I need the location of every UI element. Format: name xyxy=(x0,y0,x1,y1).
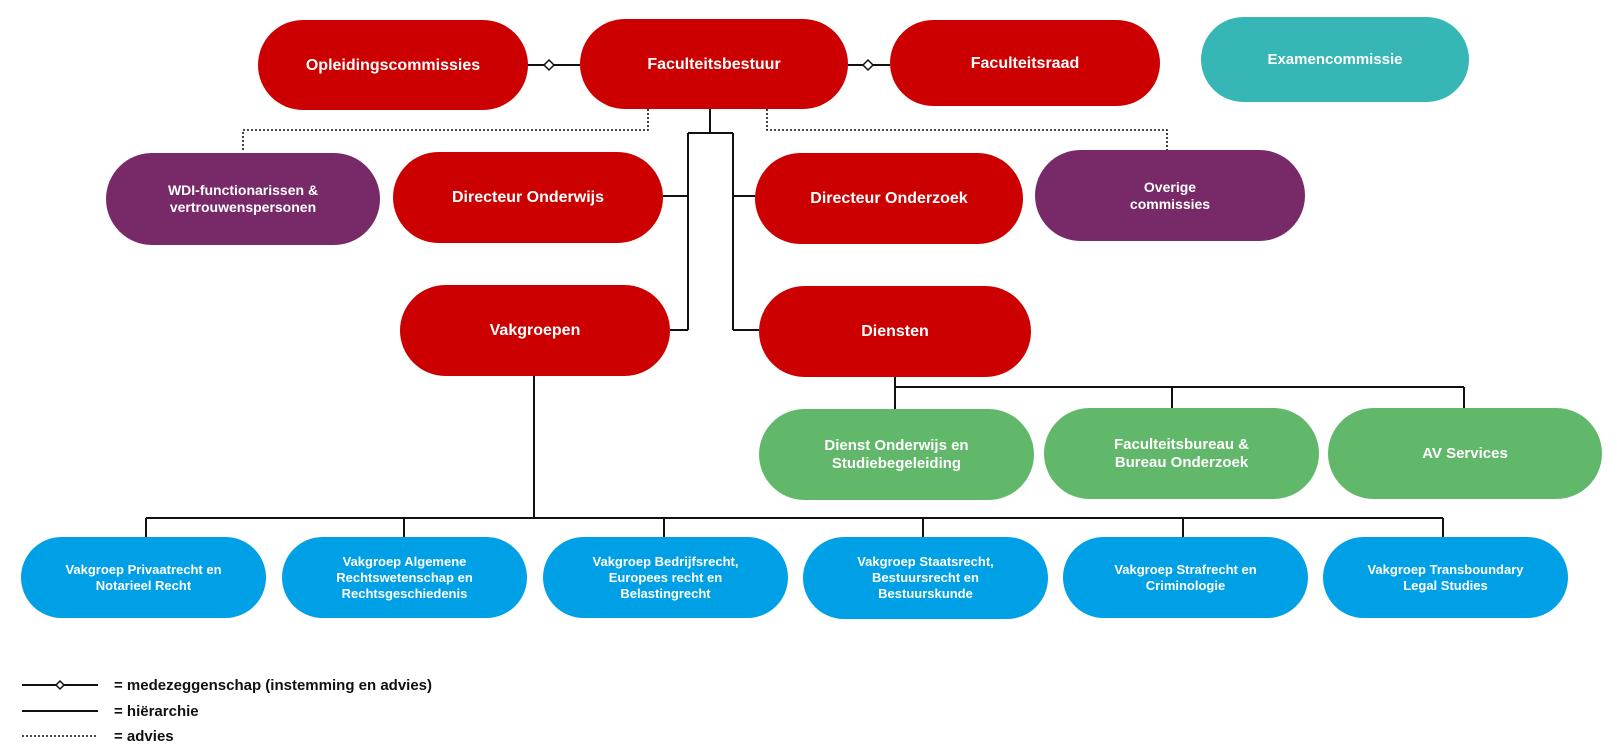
node-examencommissie: Examencommissie xyxy=(1201,17,1469,102)
node-vakgroep-transboundary: Vakgroep Transboundary Legal Studies xyxy=(1323,537,1568,618)
advies-line-overige xyxy=(766,109,1168,150)
node-vakgroep-bedrijfsrecht: Vakgroep Bedrijfsrecht, Europees recht e… xyxy=(543,537,788,618)
legend-advies: = advies xyxy=(20,726,174,746)
legend-advies-label: = advies xyxy=(114,727,174,745)
node-diensten: Diensten xyxy=(759,286,1031,377)
node-faculteitsraad: Faculteitsraad xyxy=(890,20,1160,106)
advies-line-wdi xyxy=(242,109,649,152)
legend-medezeggenschap: = medezeggenschap (instemming en advies) xyxy=(20,675,432,695)
node-overige-commissies: Overige commissies xyxy=(1035,150,1305,241)
node-vakgroep-privaatrecht: Vakgroep Privaatrecht en Notarieel Recht xyxy=(21,537,266,618)
diamond-marker-left xyxy=(542,58,556,72)
node-opleidingscommissies: Opleidingscommissies xyxy=(258,20,528,110)
node-av-services: AV Services xyxy=(1328,408,1602,499)
node-faculteitsbureau: Faculteitsbureau & Bureau Onderzoek xyxy=(1044,408,1319,499)
diamond-marker-right xyxy=(861,58,875,72)
node-vakgroep-algemene: Vakgroep Algemene Rechtswetenschap en Re… xyxy=(282,537,527,618)
node-wdi-functionarissen: WDI-functionarissen & vertrouwenspersone… xyxy=(106,153,380,245)
node-faculteitsbestuur: Faculteitsbestuur xyxy=(580,19,848,109)
node-vakgroep-strafrecht: Vakgroep Strafrecht en Criminologie xyxy=(1063,537,1308,618)
node-dienst-onderwijs: Dienst Onderwijs en Studiebegeleiding xyxy=(759,409,1034,500)
node-directeur-onderwijs: Directeur Onderwijs xyxy=(393,152,663,243)
legend-medezeggenschap-label: = medezeggenschap (instemming en advies) xyxy=(114,676,433,694)
legend-hierarchie-label: = hiërarchie xyxy=(114,702,199,720)
node-vakgroep-staatsrecht: Vakgroep Staatsrecht, Bestuursrecht en B… xyxy=(803,537,1048,619)
legend-diamond-icon xyxy=(54,679,66,691)
node-directeur-onderzoek: Directeur Onderzoek xyxy=(755,153,1023,244)
node-vakgroepen: Vakgroepen xyxy=(400,285,670,376)
legend-hierarchie: = hiërarchie xyxy=(20,701,199,721)
